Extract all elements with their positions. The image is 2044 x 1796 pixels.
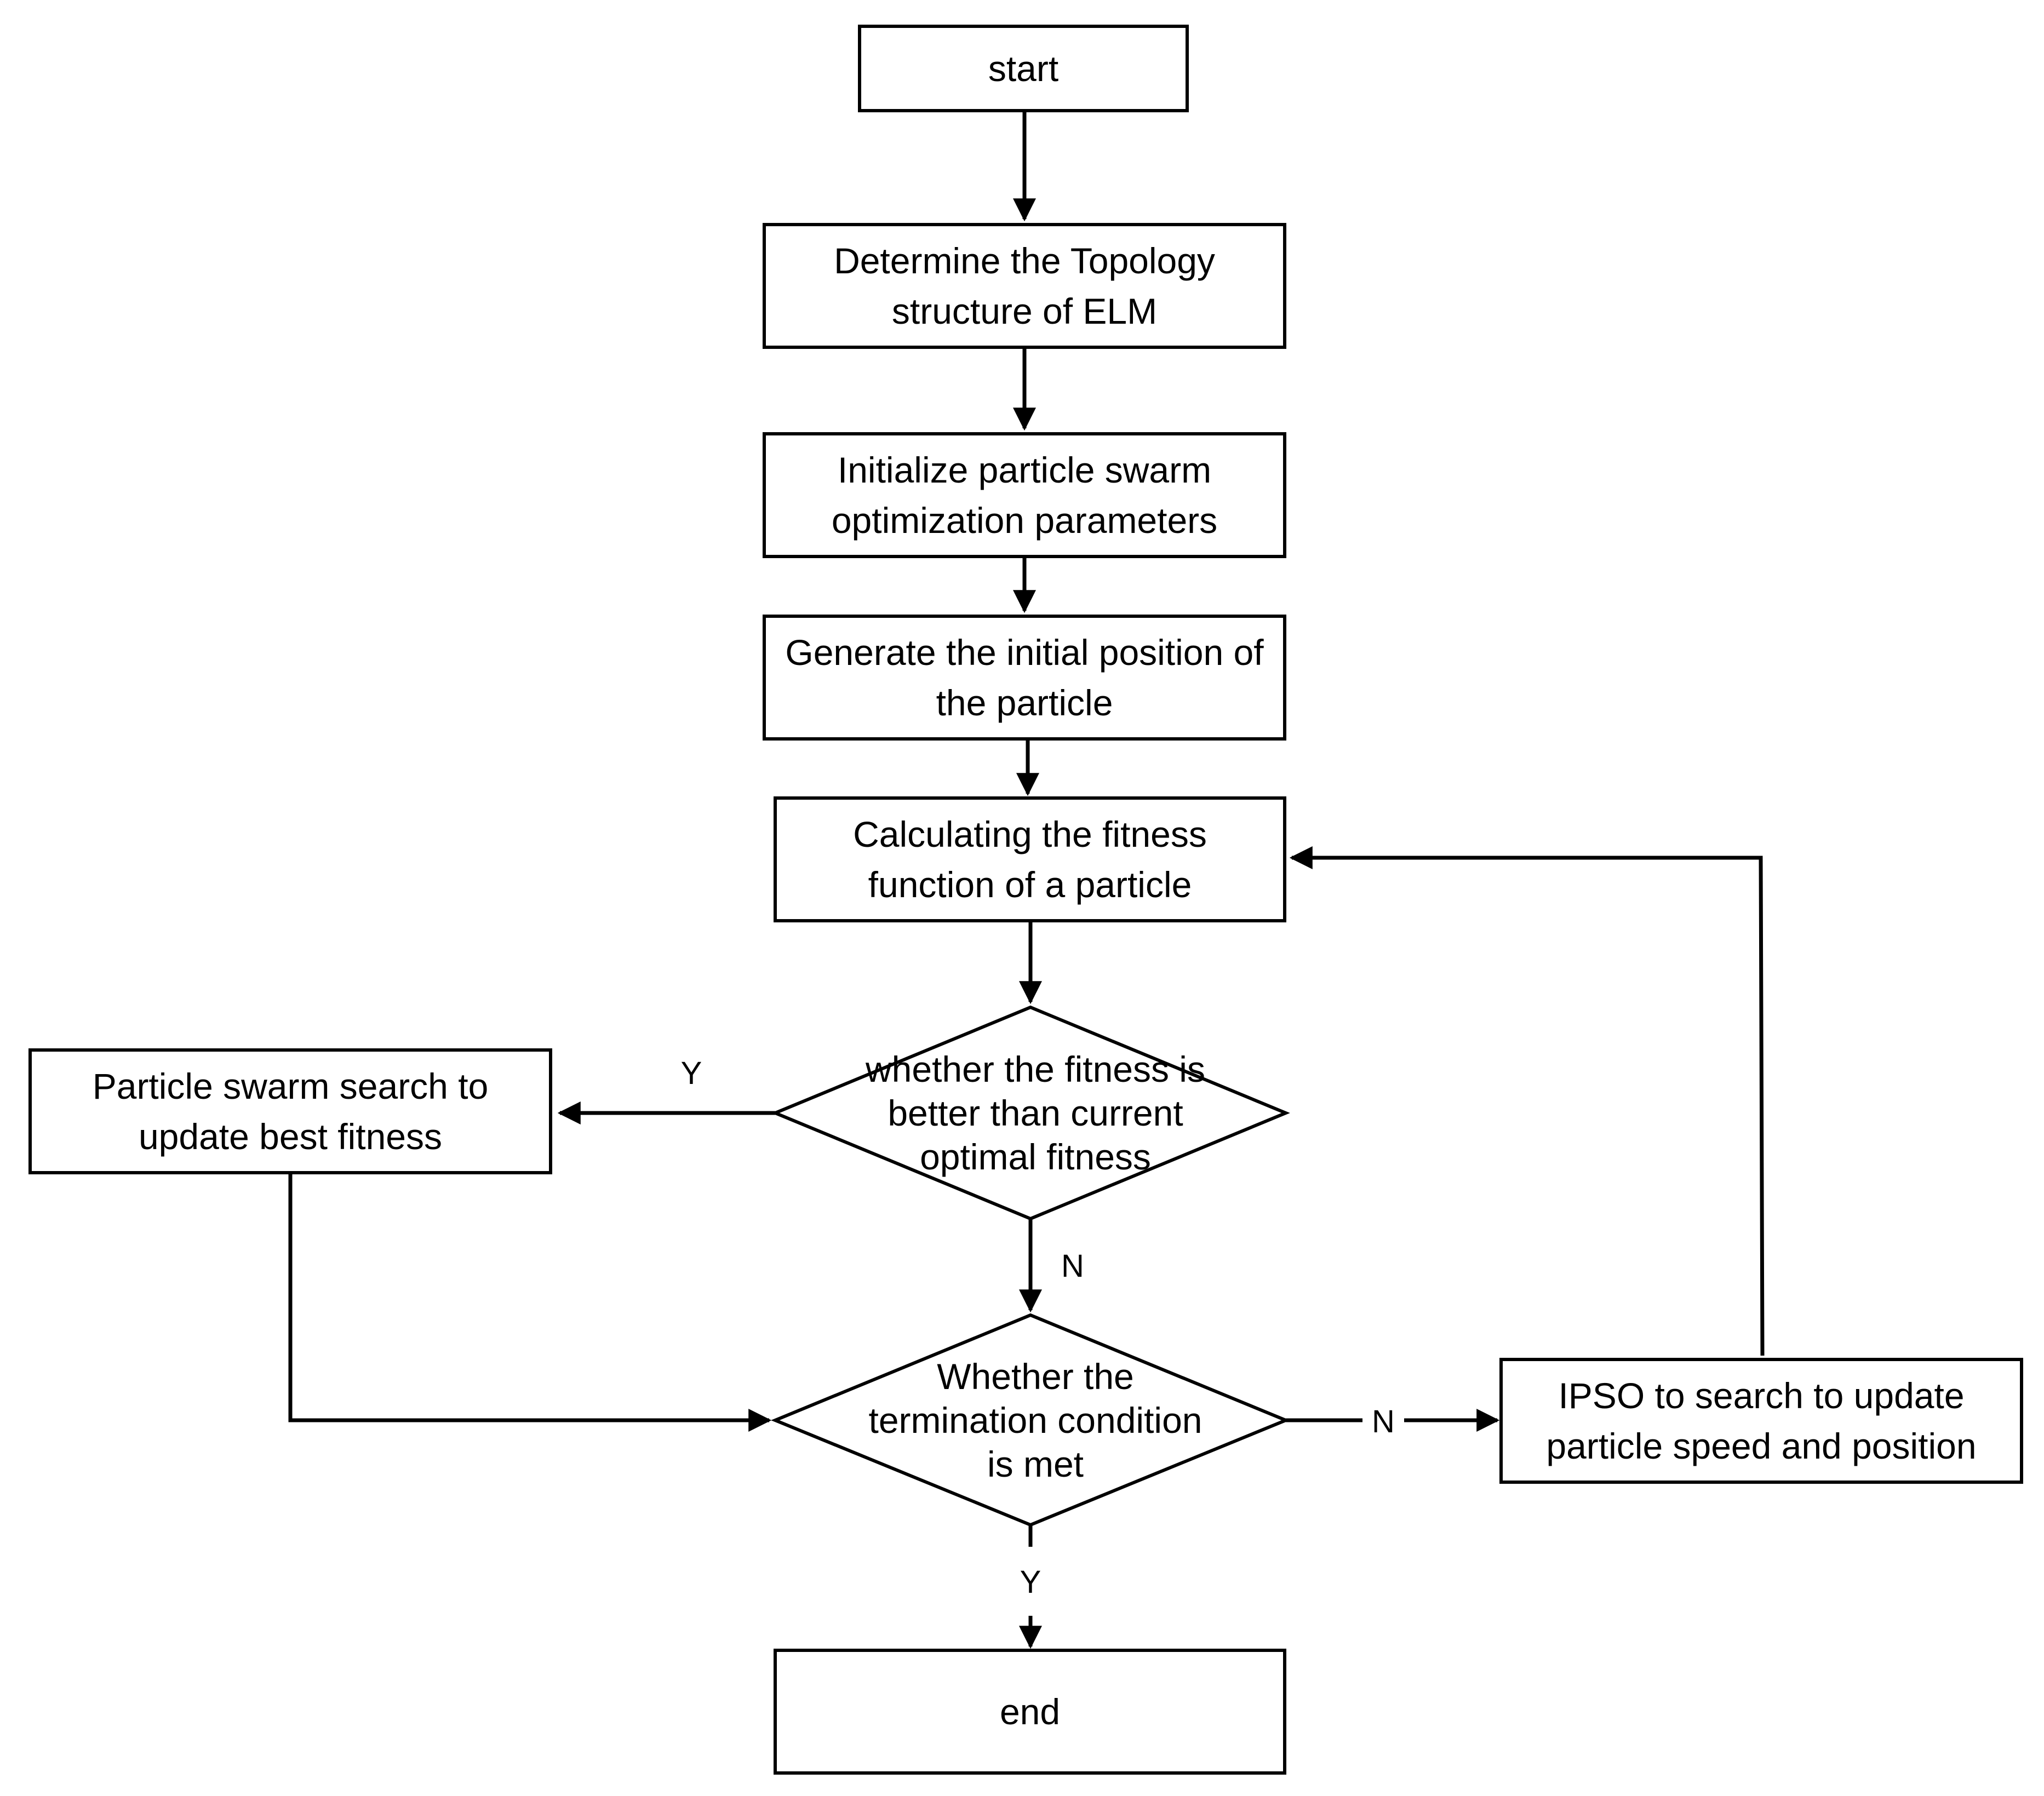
node-end: end	[774, 1649, 1286, 1775]
label-fitness-no: N	[1061, 1248, 1084, 1284]
node-label-line: IPSO to search to update	[1558, 1375, 1965, 1416]
node-label-line: Determine the Topology	[834, 240, 1215, 281]
edge-ipso-loop-back	[1289, 846, 1765, 1356]
node-label-line: optimal fitness	[920, 1137, 1151, 1177]
node-label-line: function of a particle	[868, 864, 1192, 905]
node-label-line: better than current	[888, 1093, 1183, 1133]
node-label-line: start	[988, 48, 1059, 89]
node-topology: Determine the Topology structure of ELM	[763, 223, 1286, 349]
node-label-line: Initialize particle swarm	[837, 450, 1212, 490]
node-label-line: Particle swarm search to	[92, 1066, 489, 1106]
node-label-line: Whether the	[937, 1356, 1134, 1397]
edge-update-to-termination	[288, 1174, 772, 1432]
node-label-line: whether the fitness is	[866, 1049, 1205, 1089]
node-calc-fitness: Calculating the fitness function of a par…	[774, 796, 1286, 922]
label-termination-yes: Y	[1020, 1564, 1041, 1600]
node-label-line: end	[999, 1691, 1061, 1732]
node-label-line: Calculating the fitness	[853, 814, 1207, 854]
node-init-pso: Initialize particle swarm optimization pa…	[763, 432, 1286, 558]
node-label-line: the particle	[936, 682, 1113, 723]
label-fitness-yes: Y	[680, 1055, 702, 1091]
node-label-line: structure of ELM	[891, 291, 1158, 331]
node-generate-position: Generate the initial position of the part…	[763, 615, 1286, 741]
node-label-line: Generate the initial position of	[785, 632, 1264, 673]
node-label-line: termination condition	[868, 1400, 1203, 1441]
label-termination-no: N	[1372, 1404, 1395, 1439]
node-ipso-update: IPSO to search to update particle speed a…	[1499, 1358, 2023, 1484]
node-update-best: Particle swarm search to update best fitn…	[28, 1048, 552, 1174]
node-label-line: particle speed and position	[1546, 1426, 1977, 1466]
node-start: start	[858, 25, 1189, 112]
node-label-line: is met	[987, 1444, 1084, 1484]
node-label-line: update best fitness	[138, 1116, 443, 1157]
node-label-line: optimization parameters	[831, 500, 1218, 541]
